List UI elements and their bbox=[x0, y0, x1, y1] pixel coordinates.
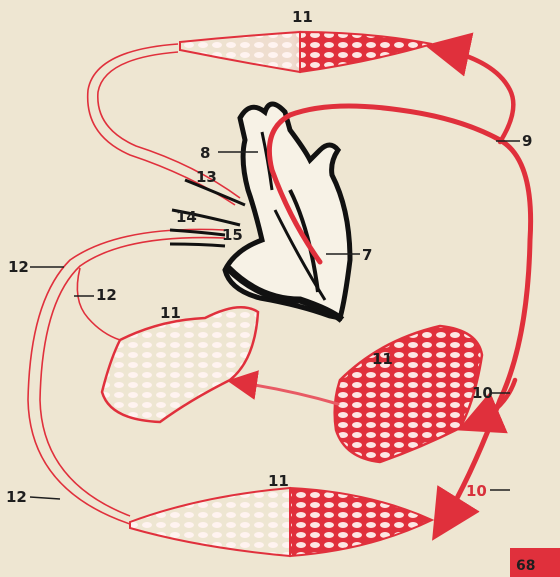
vessel-top-return bbox=[88, 44, 240, 205]
vessel-to-mid-left bbox=[77, 268, 120, 340]
capillary-bed-mid-left bbox=[102, 307, 258, 422]
label-9: 9 bbox=[522, 132, 532, 150]
label-11-bottom: 11 bbox=[268, 472, 289, 490]
label-8: 8 bbox=[200, 144, 210, 162]
label-11-mid-right: 11 bbox=[372, 350, 393, 368]
label-12-b: 12 bbox=[96, 286, 117, 304]
label-7: 7 bbox=[362, 246, 372, 264]
label-11-top: 11 bbox=[292, 8, 313, 26]
capillary-bed-top bbox=[180, 30, 432, 72]
label-11-mid-left: 11 bbox=[160, 304, 181, 322]
capillary-bed-bottom bbox=[130, 488, 432, 556]
label-12-c: 12 bbox=[6, 488, 27, 506]
label-10-b: 10 bbox=[466, 482, 487, 500]
page-number-badge: 68 bbox=[510, 548, 560, 577]
label-13: 13 bbox=[196, 168, 217, 186]
page-number: 68 bbox=[516, 558, 535, 574]
label-12-a: 12 bbox=[8, 258, 29, 276]
label-10-a: 10 bbox=[472, 384, 493, 402]
capillary-bed-mid-right bbox=[335, 326, 482, 462]
label-15: 15 bbox=[222, 226, 243, 244]
label-14: 14 bbox=[176, 208, 197, 226]
